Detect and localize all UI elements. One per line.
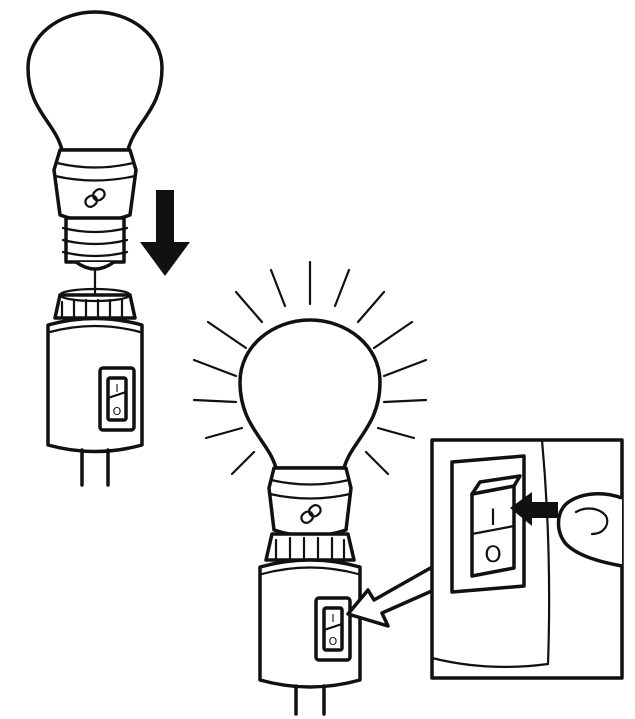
step-one-socket: I O — [46, 287, 144, 487]
callout-arrow-icon — [346, 564, 436, 628]
down-arrow-icon — [140, 190, 190, 276]
chain-link-icon — [300, 504, 322, 524]
step-two-socket: I O — [258, 532, 362, 716]
pointer-arrow-icon — [510, 492, 558, 526]
finger-illustration — [556, 491, 623, 568]
switch-on-symbol: I — [331, 612, 334, 625]
step-one-bulb — [26, 10, 164, 302]
switch-on-symbol: I — [490, 506, 497, 531]
switch-on-symbol: I — [115, 382, 118, 395]
step-two-bulb — [238, 318, 382, 538]
chain-link-icon — [84, 188, 106, 208]
switch-closeup-inset: I O — [430, 438, 624, 680]
light-rays-icon — [192, 260, 428, 476]
switch-off-symbol: O — [329, 635, 338, 648]
switch-off-symbol: O — [484, 543, 501, 568]
switch-off-symbol: O — [113, 405, 122, 418]
